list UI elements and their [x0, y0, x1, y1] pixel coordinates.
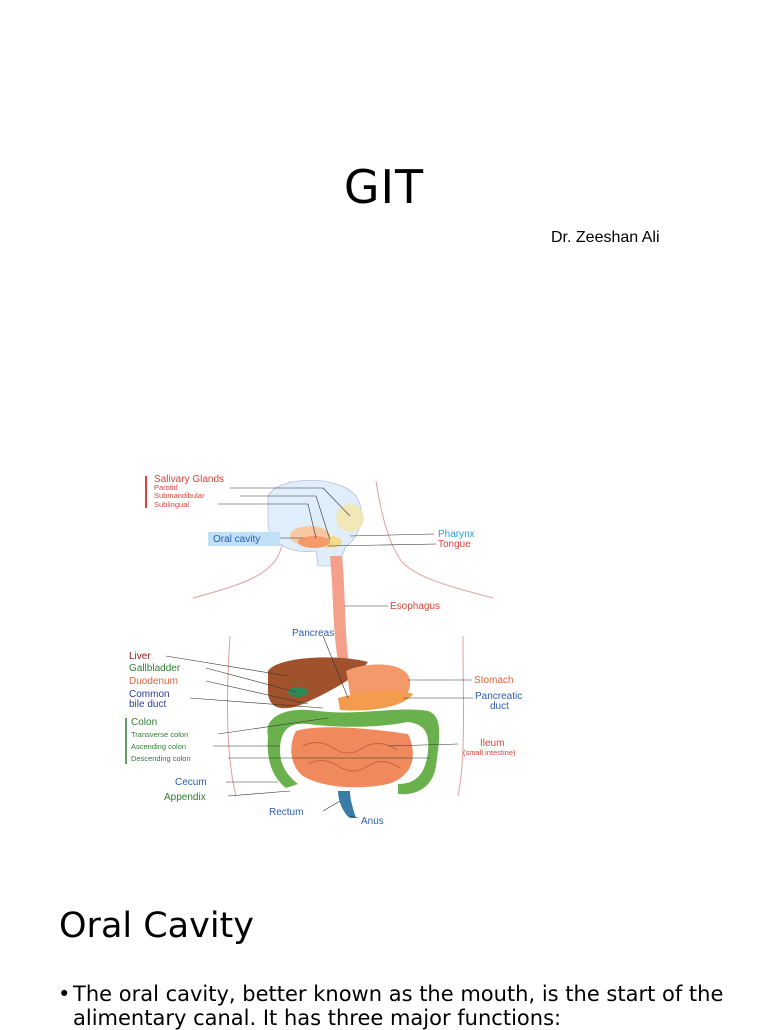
- section-heading: Oral Cavity: [59, 906, 254, 946]
- bullet-item: • The oral cavity, better known as the m…: [58, 982, 738, 1030]
- torso-right: [457, 635, 465, 797]
- label-submandibular: Submandibular: [154, 491, 205, 500]
- leader-lines: [165, 487, 473, 819]
- label-pancreatic-duct-2: duct: [490, 701, 509, 712]
- label-ascending-colon: Ascending colon: [131, 742, 186, 751]
- label-tongue: Tongue: [438, 539, 471, 550]
- label-rectum: Rectum: [269, 807, 303, 818]
- tongue-shape: [298, 536, 330, 548]
- label-common-bile-duct-1: Common: [129, 689, 170, 700]
- label-ileum: Ileum: [480, 738, 504, 749]
- label-cecum: Cecum: [175, 777, 207, 788]
- label-appendix: Appendix: [164, 792, 206, 803]
- label-colon: Colon: [131, 717, 157, 728]
- oral-cavity-box: [208, 532, 280, 546]
- label-sublingual: Sublingual: [154, 500, 189, 509]
- label-duodenum: Duodenum: [129, 676, 178, 687]
- body-outline-right: [375, 480, 494, 599]
- label-pancreatic-duct-1: Pancreatic: [475, 691, 522, 702]
- esophagus-shape: [330, 556, 350, 671]
- label-descending-colon: Descending colon: [131, 754, 191, 763]
- label-liver: Liver: [129, 651, 151, 662]
- label-small-intestine: (small intestine): [463, 748, 516, 757]
- pancreas-shape: [338, 690, 413, 711]
- label-esophagus: Esophagus: [390, 601, 440, 612]
- gallbladder-shape: [288, 687, 308, 697]
- parotid-gland: [336, 504, 364, 532]
- bullet-dot: •: [58, 982, 71, 1006]
- small-intestine-shape: [291, 727, 413, 788]
- digestive-system-diagram: Salivary Glands Parotid Submandibular Su…: [118, 466, 558, 836]
- slide-author: Dr. Zeeshan Ali: [551, 229, 660, 246]
- label-pharynx: Pharynx: [438, 529, 475, 540]
- label-transverse-colon: Transverse colon: [131, 730, 188, 739]
- rectum-shape: [338, 791, 356, 818]
- label-oral-cavity: Oral cavity: [213, 534, 260, 545]
- label-parotid: Parotid: [154, 483, 178, 492]
- bullet-text: The oral cavity, better known as the mou…: [73, 982, 724, 1030]
- label-pancreas: Pancreas: [292, 628, 334, 639]
- label-common-bile-duct-2: bile duct: [129, 699, 166, 710]
- small-intestine-folds: [302, 742, 401, 772]
- colon-shape: [267, 709, 440, 795]
- torso-left: [227, 635, 237, 797]
- label-gallbladder: Gallbladder: [129, 663, 181, 674]
- label-anus: Anus: [361, 816, 384, 827]
- label-stomach: Stomach: [474, 675, 513, 686]
- digestive-system-svg: Salivary Glands Parotid Submandibular Su…: [125, 474, 522, 827]
- slide-title: GIT: [343, 160, 425, 214]
- label-salivary-glands: Salivary Glands: [154, 474, 224, 485]
